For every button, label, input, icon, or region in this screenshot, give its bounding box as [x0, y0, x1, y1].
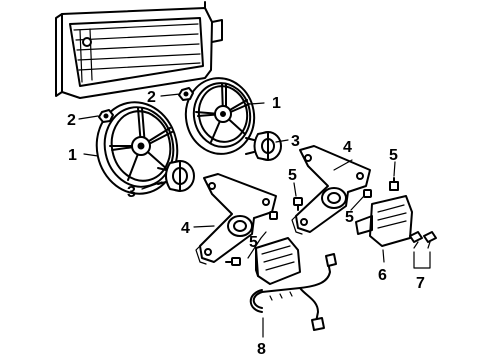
- bolt-2: [269, 211, 278, 220]
- clip-pair: [409, 231, 437, 249]
- wiring-harness: [249, 253, 337, 331]
- fan-right: [184, 77, 256, 155]
- module-right: [355, 195, 413, 247]
- radiator-frame: [55, 1, 223, 99]
- callout-1-left: 1: [68, 147, 77, 164]
- motor-left: [157, 160, 195, 192]
- callout-5-d: 5: [389, 147, 398, 164]
- motor-right: [245, 131, 282, 161]
- callout-5-a: 5: [288, 167, 297, 184]
- callouts: 1 1 2 2 3 3 4 4 5 5 5 5 6 7 8: [67, 89, 425, 358]
- callout-4-right: 4: [343, 139, 352, 156]
- bolt-4: [363, 189, 372, 198]
- callout-3-right: 3: [291, 133, 300, 150]
- callout-7: 7: [416, 275, 425, 292]
- callout-4-left: 4: [181, 220, 190, 237]
- bracket-right: [291, 145, 371, 235]
- callout-5-c: 5: [345, 209, 354, 226]
- callout-8: 8: [257, 341, 266, 358]
- nut-top: [178, 87, 194, 101]
- callout-3-left: 3: [127, 184, 136, 201]
- callout-2-left: 2: [67, 112, 76, 129]
- leader-lines: [78, 93, 431, 338]
- callout-1-right: 1: [272, 95, 281, 112]
- bracket-left: [195, 173, 277, 265]
- callout-2-top: 2: [147, 89, 156, 106]
- callout-5-b: 5: [249, 234, 258, 251]
- bolt-5: [389, 177, 399, 191]
- bolt-1: [293, 197, 303, 211]
- callout-6: 6: [378, 267, 387, 284]
- nut-left: [98, 109, 114, 123]
- bolt-3: [225, 257, 241, 266]
- fan-left: [95, 101, 179, 195]
- module-left: [255, 237, 301, 285]
